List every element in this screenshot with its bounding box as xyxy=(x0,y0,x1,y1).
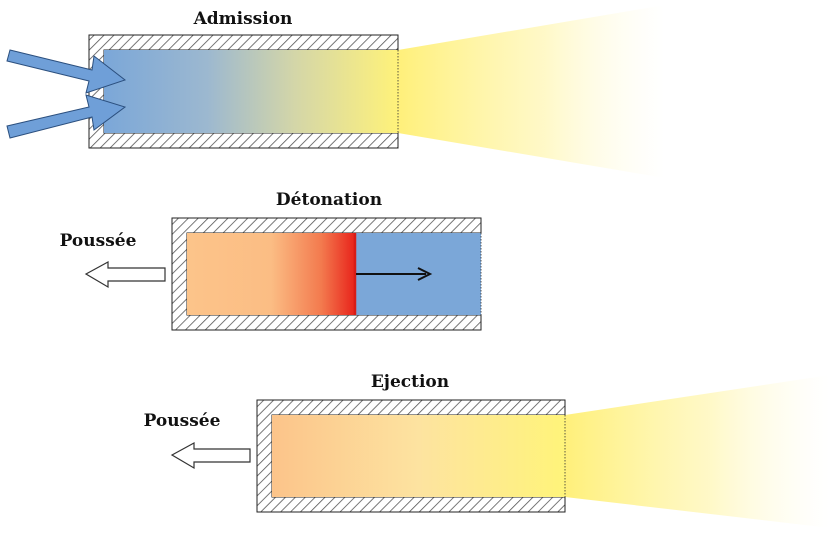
detonation-thrust-label: Poussée xyxy=(60,231,137,251)
burnt-gas-region xyxy=(187,233,355,315)
ejection-exhaust-plume xyxy=(565,375,830,528)
admission-title: Admission xyxy=(193,9,293,29)
ejection-thrust-label: Poussée xyxy=(144,411,221,431)
intake-arrow-upper xyxy=(6,49,127,94)
detonation-thrust-arrow xyxy=(84,260,166,289)
detonation-propagation-arrow xyxy=(356,267,433,281)
ejection-title: Ejection xyxy=(371,372,449,392)
detonation-title: Détonation xyxy=(276,190,382,210)
admission-exhaust-plume xyxy=(398,5,665,178)
ejection-thrust-arrow xyxy=(170,441,251,470)
ejection-gas xyxy=(272,415,565,497)
admission-stage: Admission xyxy=(6,5,665,178)
intake-arrow-lower xyxy=(6,94,127,139)
ejection-stage: Ejection Poussée xyxy=(144,372,830,528)
detonation-stage: Détonation Poussée xyxy=(60,190,482,331)
admission-mixture xyxy=(104,50,398,133)
